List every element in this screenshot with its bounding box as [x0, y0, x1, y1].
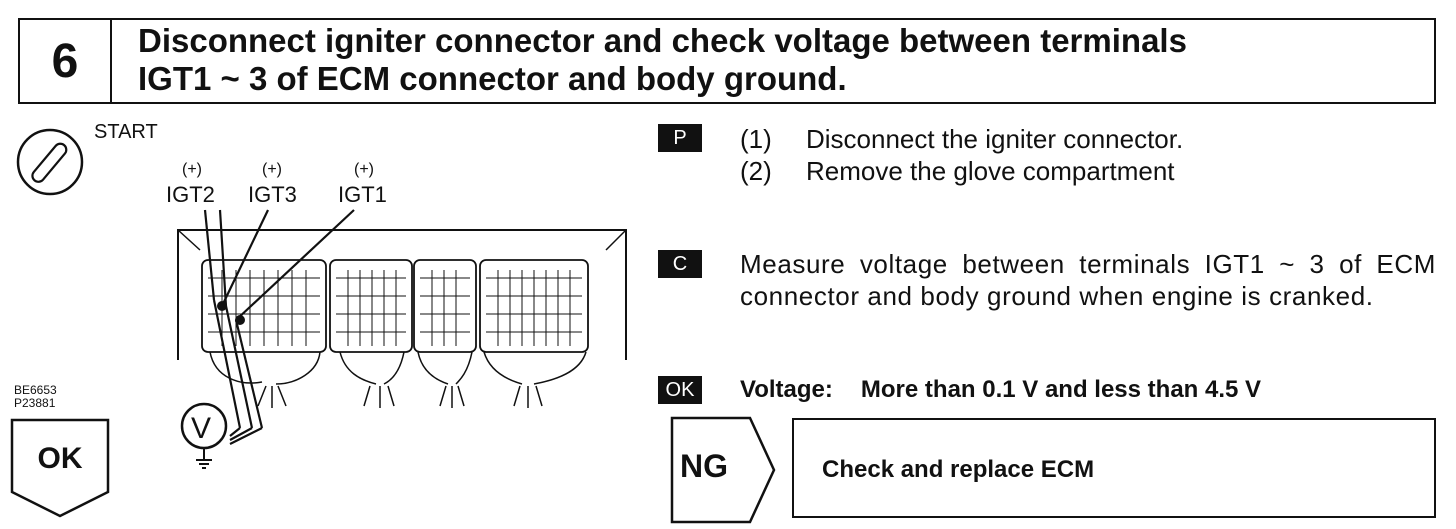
voltage-key: Voltage:: [740, 376, 833, 403]
step-title: Disconnect igniter connector and check v…: [138, 22, 1187, 98]
check-tag: C: [658, 250, 702, 278]
check-instruction: Measure voltage between terminals IGT1 ~…: [740, 249, 1436, 311]
step-title-line1: Disconnect igniter connector and check v…: [138, 22, 1187, 59]
ng-action-text: Check and replace ECM: [822, 456, 1095, 483]
igt1-sign: (+): [354, 161, 374, 178]
step-number: 6: [20, 20, 112, 102]
igt1-label: IGT1: [338, 182, 387, 207]
step-2-number: (2): [740, 156, 772, 186]
ok-tag: OK: [658, 376, 702, 404]
figure-code-1: BE6653: [14, 383, 57, 397]
procedure-step-2: (2) Remove the glove compartment: [740, 156, 1175, 187]
ignition-label: START: [94, 121, 158, 143]
wiring-diagram: START (+) IGT2 (+) IGT3 (+) IGT1: [0, 110, 640, 524]
step-1-text: Disconnect the igniter connector.: [806, 124, 1184, 154]
procedure-tag: P: [658, 124, 702, 152]
ng-action-box: Check and replace ECM: [792, 418, 1436, 518]
igt2-sign: (+): [182, 161, 202, 178]
step-1-number: (1): [740, 124, 772, 154]
ok-flow-arrow: OK: [10, 418, 110, 518]
voltage-value: More than 0.1 V and less than 4.5 V: [860, 376, 1262, 403]
arrow-down-icon: [10, 418, 110, 518]
ok-flow-label: OK: [37, 442, 83, 475]
igt2-label: IGT2: [166, 182, 215, 207]
ng-flow-label: NG: [680, 448, 728, 484]
arrow-right-icon: [670, 416, 776, 524]
ng-flow-arrow: NG: [670, 416, 778, 524]
voltage-spec: Voltage: More than 0.1 V and less than 4.…: [740, 376, 1261, 404]
voltmeter-icon: V: [180, 402, 228, 450]
ground-icon: [196, 448, 212, 469]
figure-code-2: P23881: [14, 396, 56, 410]
procedure-step-1: (1) Disconnect the igniter connector.: [740, 124, 1183, 155]
igt3-label: IGT3: [248, 182, 297, 207]
voltmeter-symbol: V: [191, 412, 211, 445]
step-title-line2: IGT1 ~ 3 of ECM connector and body groun…: [138, 60, 847, 97]
ignition-switch-icon: [16, 128, 84, 196]
igt3-sign: (+): [262, 161, 282, 178]
step-header: 6 Disconnect igniter connector and check…: [18, 18, 1436, 104]
ecm-connector-icon: [177, 209, 627, 445]
step-2-text: Remove the glove compartment: [806, 156, 1175, 186]
